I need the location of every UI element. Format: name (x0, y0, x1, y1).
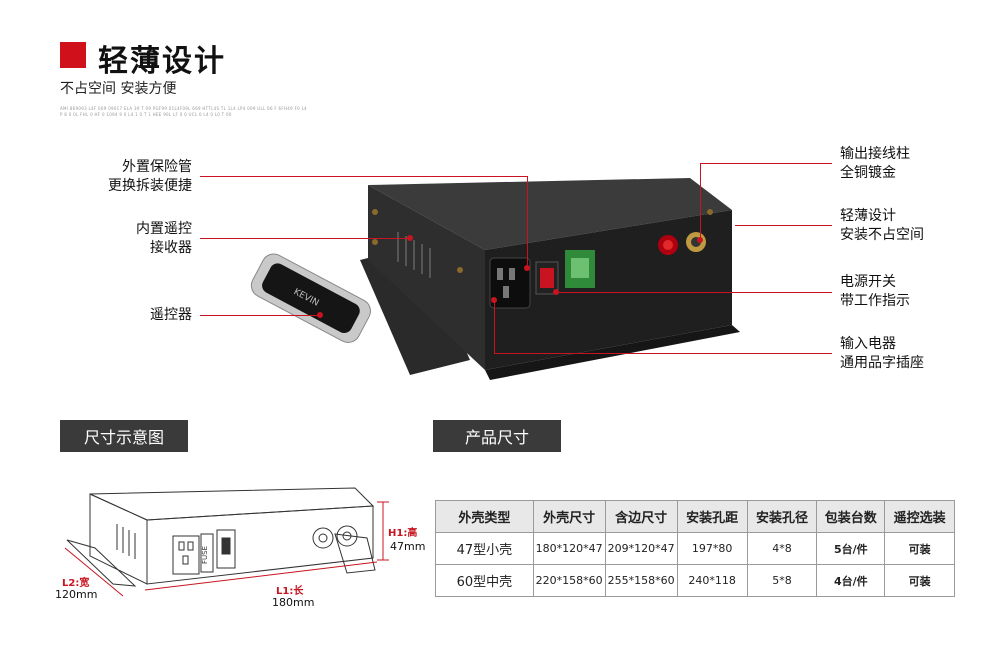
page-title: 轻薄设计 (98, 44, 226, 79)
height-value: 47mm (390, 540, 426, 553)
table-cell: 60型中壳 (435, 564, 534, 597)
table-cell: 197*80 (676, 532, 748, 565)
title-marker (60, 42, 86, 68)
fuse-label: FUSE (201, 546, 209, 564)
table-header: 含边尺寸 (604, 500, 678, 533)
callout-power: 电源开关带工作指示 (840, 274, 910, 309)
leader-remote (200, 315, 320, 316)
leader-output-v (700, 163, 701, 239)
table-cell: 47型小壳 (435, 532, 534, 565)
callout-fuse: 外置保险管更换拆装便捷 (108, 159, 192, 194)
section-label-dimension: 尺寸示意图 (60, 420, 188, 452)
leader-input-dot (491, 297, 497, 303)
table-cell: 可装 (884, 564, 955, 597)
length-label: L1:长 (276, 586, 304, 597)
table-row: 60型中壳 220*158*60 255*158*60 240*118 5*8 … (435, 564, 955, 597)
callout-input: 输入电器通用品字插座 (840, 336, 924, 371)
leader-receiver (200, 238, 410, 239)
dimension-diagram: FUSE (64, 487, 389, 597)
table-cell: 240*118 (676, 564, 748, 597)
table-cell: 可装 (884, 532, 955, 565)
table-header-row: 外壳类型 外壳尺寸 含边尺寸 安装孔距 安装孔径 包装台数 遥控选装 (435, 500, 955, 533)
table-cell: 5台/件 (816, 532, 886, 565)
leader-power (556, 292, 832, 293)
leader-input-h (494, 353, 832, 354)
table-cell: 209*120*47 (604, 532, 678, 565)
leader-remote-dot (317, 312, 323, 318)
table-header: 外壳类型 (435, 500, 534, 533)
leader-slim (735, 225, 832, 226)
table-header: 安装孔径 (746, 500, 818, 533)
table-header: 遥控选装 (884, 500, 955, 533)
leader-output-h (700, 163, 832, 164)
table-cell: 4*8 (746, 532, 818, 565)
leader-fuse-dot (524, 265, 530, 271)
leader-fuse-h (200, 176, 527, 177)
height-label: H1:高 (388, 528, 418, 539)
leader-output-dot (697, 237, 703, 243)
callout-output: 输出接线柱全铜镀金 (840, 146, 910, 181)
table-cell: 180*120*47 (532, 532, 606, 565)
leader-power-dot (553, 289, 559, 295)
product-size-table: 外壳类型 外壳尺寸 含边尺寸 安装孔距 安装孔径 包装台数 遥控选装 47型小壳… (435, 500, 955, 597)
width-value: 120mm (55, 588, 98, 601)
callout-remote: 遥控器 (150, 307, 192, 323)
section-label-product-size: 产品尺寸 (433, 420, 561, 452)
table-header: 外壳尺寸 (532, 500, 606, 533)
page-subtitle: 不占空间 安装方便 (60, 81, 177, 97)
table-cell: 255*158*60 (604, 564, 678, 597)
table-cell: 4台/件 (816, 564, 886, 597)
callout-slim: 轻薄设计安装不占空间 (840, 208, 924, 243)
width-label: L2:宽 (62, 578, 90, 589)
callout-receiver: 内置遥控接收器 (136, 221, 192, 256)
table-header: 包装台数 (816, 500, 886, 533)
table-cell: 5*8 (746, 564, 818, 597)
table-header: 安装孔距 (676, 500, 748, 533)
table-cell: 220*158*60 (532, 564, 606, 597)
leader-receiver-dot (407, 235, 413, 241)
leader-input-v (494, 300, 495, 353)
leader-fuse-v (527, 176, 528, 268)
fine-print: AMI 869093 L4F 009 09017 ELA 39 T 09 PGF… (60, 106, 307, 117)
product-photo: KEVIN (250, 178, 740, 380)
table-row: 47型小壳 180*120*47 209*120*47 197*80 4*8 5… (435, 532, 955, 565)
length-value: 180mm (272, 596, 315, 609)
